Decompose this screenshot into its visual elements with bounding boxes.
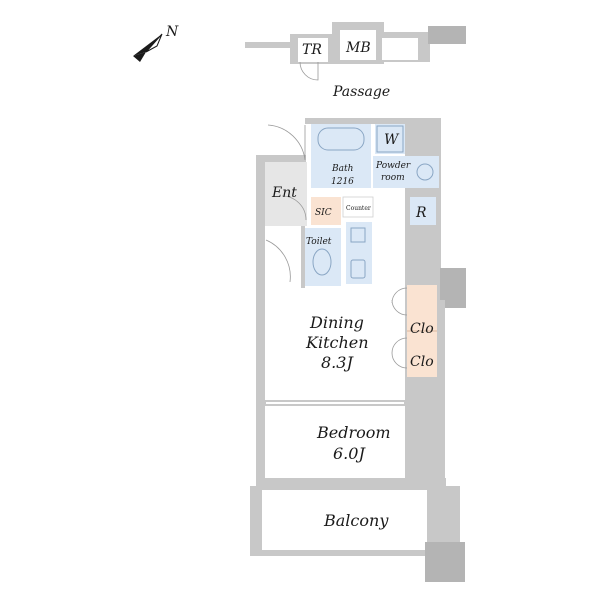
bath-label-2: 1216 bbox=[331, 177, 354, 187]
powder-label-2: room bbox=[381, 173, 405, 183]
tr-label: TR bbox=[302, 42, 322, 58]
bath-area bbox=[311, 124, 371, 188]
washer-area bbox=[375, 124, 405, 154]
counter-label: Counter bbox=[346, 205, 371, 212]
bath-label-1: Bath bbox=[331, 164, 353, 174]
counter-area bbox=[342, 196, 374, 218]
closet-2-label: Clo bbox=[410, 354, 434, 370]
toilet-label: Toilet bbox=[306, 237, 332, 247]
north-arrow-icon bbox=[133, 33, 163, 62]
dining-label-1: Dining bbox=[309, 313, 364, 332]
sic-label: SIC bbox=[315, 208, 332, 218]
powder-label-1: Powder bbox=[375, 161, 411, 171]
balcony-area bbox=[262, 490, 427, 550]
fridge-area bbox=[410, 197, 436, 225]
meter-box-strip bbox=[245, 22, 466, 81]
passage-label: Passage bbox=[332, 84, 390, 100]
closet-1-label: Clo bbox=[410, 321, 434, 337]
dining-label-3: 8.3J bbox=[321, 353, 354, 372]
toilet-area bbox=[305, 228, 341, 286]
fridge-label: R bbox=[415, 205, 427, 221]
mb-label: MB bbox=[345, 40, 371, 56]
mb-room bbox=[340, 30, 376, 60]
kitchen-counter bbox=[346, 222, 372, 284]
outer-walls bbox=[250, 118, 466, 582]
toilet-hall bbox=[265, 226, 301, 286]
bedroom-label-2: 6.0J bbox=[333, 444, 366, 463]
bedroom-label-1: Bedroom bbox=[316, 423, 391, 442]
tr-room bbox=[298, 38, 328, 62]
dining-label-2: Kitchen bbox=[305, 333, 369, 352]
dining-kitchen-area: Dining Kitchen 8.3J bbox=[305, 313, 369, 372]
powder-room-area bbox=[373, 156, 439, 188]
bedroom-area: Bedroom 6.0J bbox=[266, 402, 404, 463]
entrance-area bbox=[265, 162, 307, 226]
washer-label: W bbox=[384, 132, 400, 148]
ent-label: Ent bbox=[271, 185, 297, 201]
balcony-label: Balcony bbox=[323, 511, 389, 530]
sic-area bbox=[311, 197, 341, 225]
compass-label: N bbox=[165, 24, 179, 40]
